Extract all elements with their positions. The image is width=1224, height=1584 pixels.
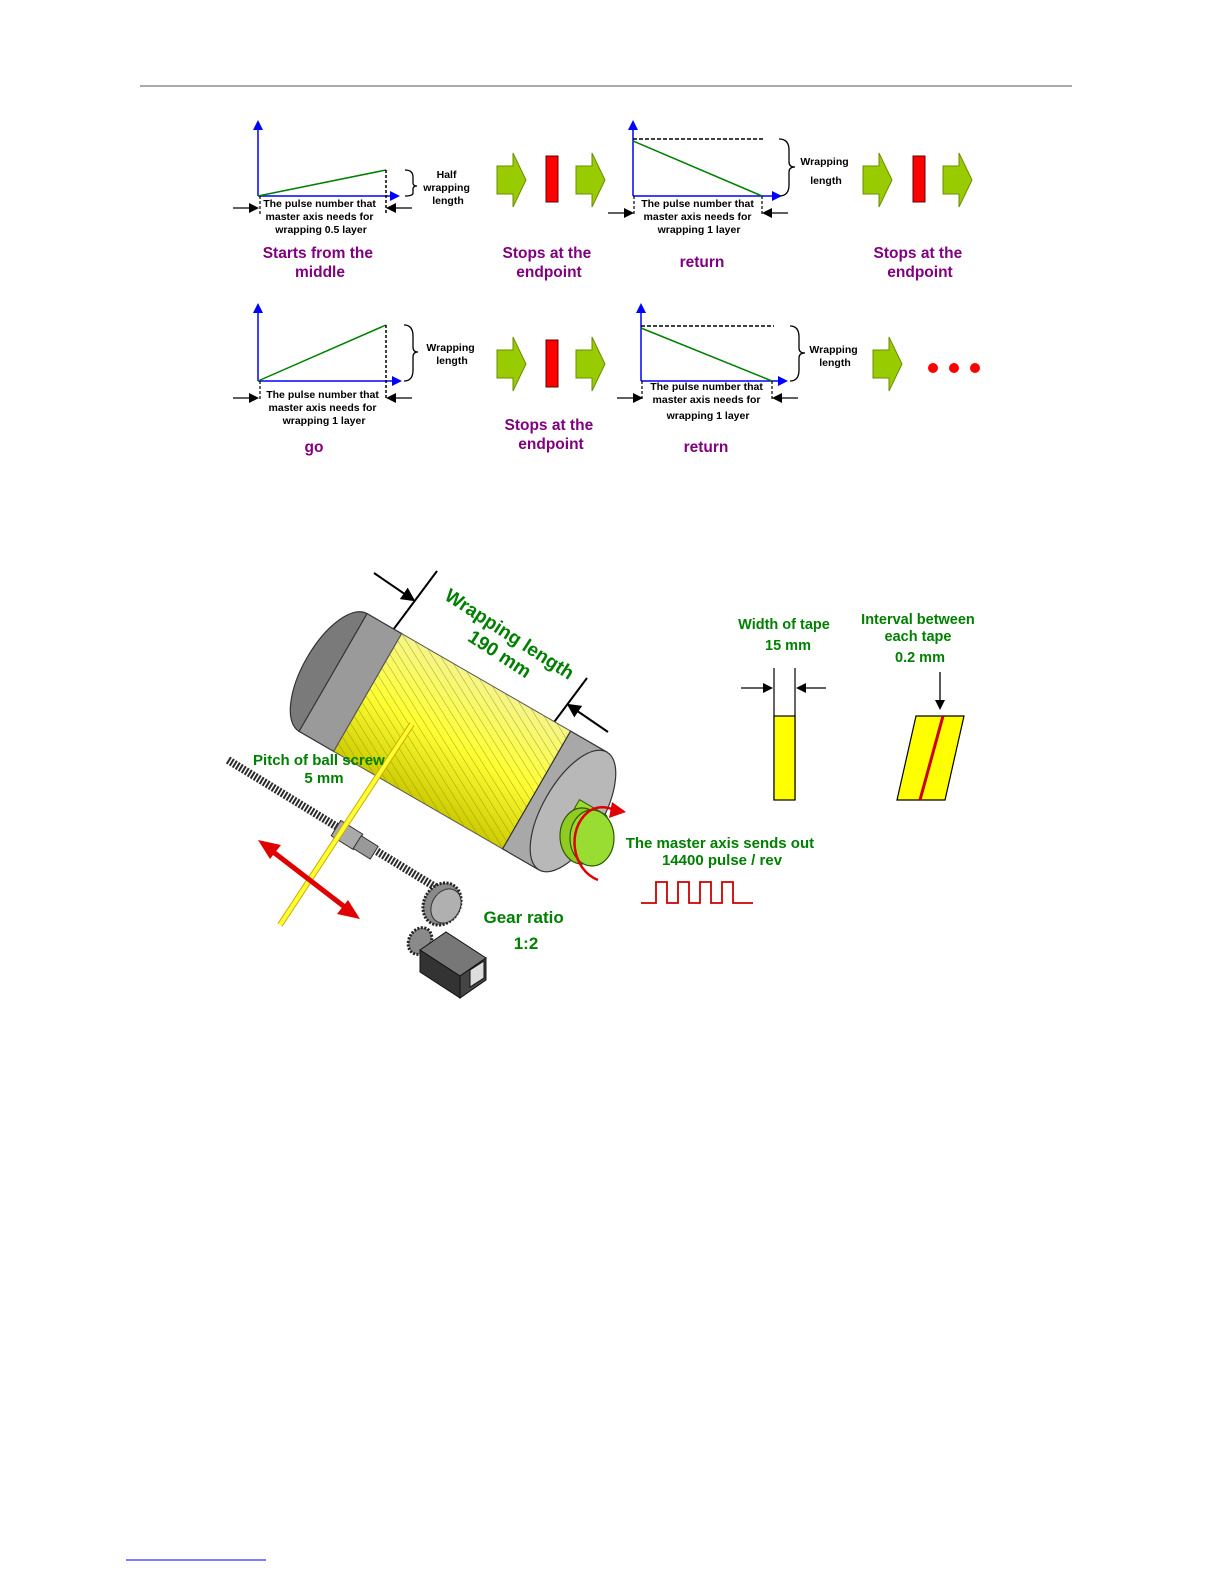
stop-bar xyxy=(545,155,559,203)
pulse-waveform-icon xyxy=(641,881,753,904)
rotation-arrow-icon xyxy=(573,806,615,882)
caption: Starts from the middle xyxy=(263,245,378,281)
dim-line xyxy=(392,570,438,631)
flow-arrow-icon xyxy=(872,336,903,392)
row1-stop-2: Stops at the endpoint xyxy=(862,152,973,281)
bracket-label: Wrapping length xyxy=(809,344,860,369)
caption: Stops at the endpoint xyxy=(502,245,595,281)
gear-ratio-label: Gear ratio 1:2 xyxy=(483,908,568,953)
master-axis-label: The master axis sends out 14400 pulse / … xyxy=(626,835,819,869)
ellipsis-dot-icon xyxy=(949,363,959,373)
pulse-note: The pulse number that master axis needs … xyxy=(641,198,757,236)
bracket-label: Wrapping length xyxy=(426,342,477,367)
row1-stop-1: Stops at the endpoint xyxy=(496,152,606,281)
wrap-line xyxy=(640,327,773,382)
caption: return xyxy=(684,439,729,456)
motion-arrow-icon xyxy=(270,849,348,910)
caption: Stops at the endpoint xyxy=(873,245,966,281)
row2-stop-1: Stops at the endpoint xyxy=(496,336,606,453)
wrapping-machine-illustration: Wrapping length 190 mm xyxy=(225,570,979,999)
bracket-icon xyxy=(778,138,796,197)
tape-interval-label: Interval between each tape 0.2 mm xyxy=(861,612,979,666)
ellipsis-dot-icon xyxy=(928,363,938,373)
row1-graph-return: Wrapping length The pulse number that ma… xyxy=(608,120,851,271)
flow-arrow-icon xyxy=(862,152,893,208)
dim-arrow xyxy=(373,572,416,602)
dim-arrow xyxy=(566,703,609,733)
caption: return xyxy=(680,254,725,271)
row1-graph-start-middle: Half wrapping length The pulse number th… xyxy=(233,120,473,281)
tape-width-label: Width of tape 15 mm xyxy=(738,617,834,654)
wrap-line xyxy=(257,324,387,382)
bracket-label: Wrapping length xyxy=(800,156,851,187)
caption: Stops at the endpoint xyxy=(504,417,597,453)
bracket-label: Half wrapping length xyxy=(422,169,473,207)
flow-arrow-icon xyxy=(575,152,606,208)
row2-graph-return: Wrapping length The pulse number that ma… xyxy=(617,303,860,456)
bracket-icon xyxy=(403,324,419,382)
pulse-note: The pulse number that master axis needs … xyxy=(266,389,382,427)
pulse-note: The pulse number that master axis needs … xyxy=(263,198,379,236)
wrap-line xyxy=(257,169,387,197)
row2-graph-go: Wrapping length The pulse number that ma… xyxy=(233,303,477,456)
caption: go xyxy=(305,439,324,456)
bracket-icon xyxy=(404,169,418,197)
stop-bar xyxy=(545,339,559,388)
ellipsis-dot-icon xyxy=(970,363,980,373)
flow-arrow-icon xyxy=(942,152,973,208)
flow-arrow-icon xyxy=(575,336,606,392)
motor-icon xyxy=(419,931,487,999)
stop-bar xyxy=(912,155,926,203)
pulse-note: The pulse number that master axis needs … xyxy=(650,381,766,422)
wrap-line xyxy=(632,140,763,197)
row2-continue xyxy=(872,336,980,392)
flow-arrow-icon xyxy=(496,336,527,392)
flow-arrow-icon xyxy=(496,152,527,208)
bracket-icon xyxy=(789,325,806,382)
tape-strip xyxy=(773,715,796,801)
pitch-label: Pitch of ball screw 5 mm xyxy=(253,752,389,787)
